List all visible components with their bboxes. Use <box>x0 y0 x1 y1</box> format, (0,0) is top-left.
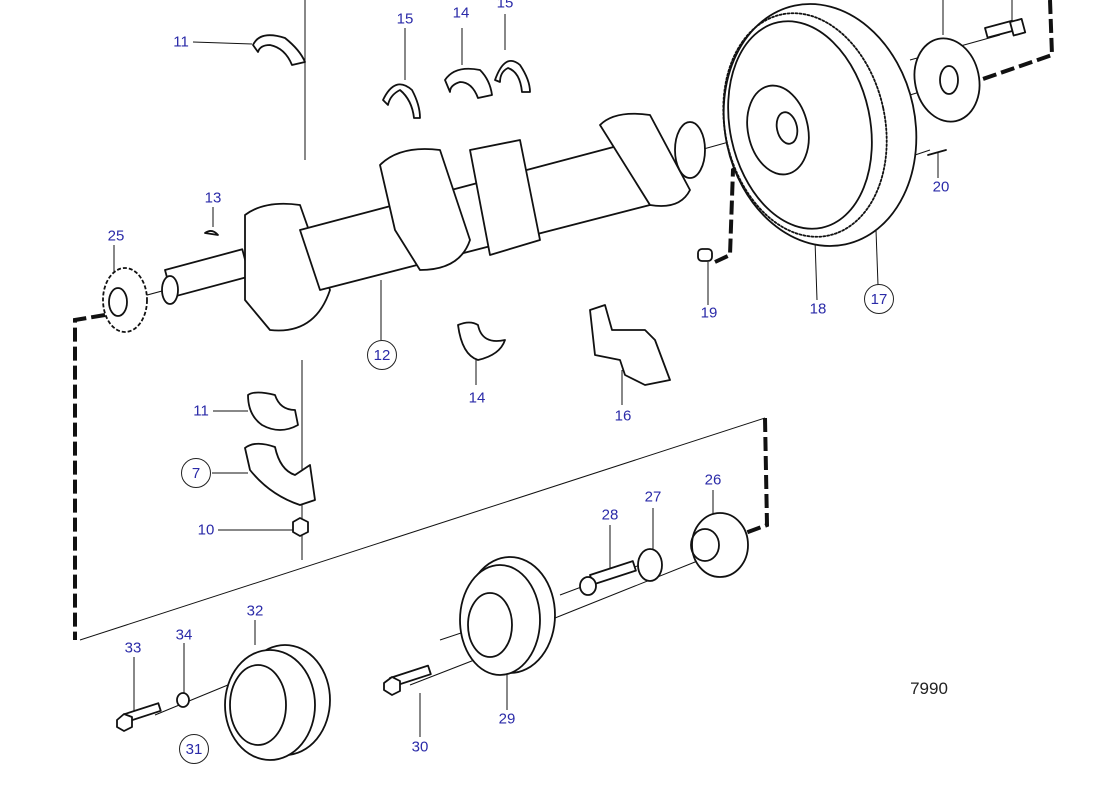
callout-14-lower[interactable]: 14 <box>468 389 486 407</box>
callout-27[interactable]: 27 <box>644 488 662 506</box>
callout-15-left[interactable]: 15 <box>396 10 414 28</box>
drawing-reference-number: 7990 <box>910 679 948 698</box>
callout-32[interactable]: 32 <box>246 602 264 620</box>
callout-14-upper[interactable]: 14 <box>452 4 470 22</box>
flange-plate-drawing <box>913 17 1027 156</box>
callout-10[interactable]: 10 <box>197 521 215 539</box>
callout-26[interactable]: 26 <box>704 471 722 489</box>
crankshaft-drawing <box>161 112 706 332</box>
callout-20[interactable]: 20 <box>932 178 950 196</box>
callout-30[interactable]: 30 <box>411 738 429 756</box>
lower-bearing-parts <box>244 248 713 537</box>
callout-29[interactable]: 29 <box>498 710 516 728</box>
callout-28[interactable]: 28 <box>601 506 619 524</box>
upper-bearing-shells <box>252 34 531 119</box>
callout-11-lower[interactable]: 11 <box>193 402 209 420</box>
callout-12-circled[interactable]: 12 <box>367 340 397 370</box>
callout-25[interactable]: 25 <box>107 227 125 245</box>
crankshaft-gear-drawing <box>102 267 148 333</box>
dashed-connectors <box>73 0 1055 640</box>
callout-13[interactable]: 13 <box>204 189 222 207</box>
callout-15-right[interactable]: 15 <box>496 0 514 12</box>
damper-parts <box>116 512 749 761</box>
callout-31-circled[interactable]: 31 <box>179 734 209 764</box>
callout-19[interactable]: 19 <box>700 304 718 322</box>
callout-33[interactable]: 33 <box>124 639 142 657</box>
callout-11-upper[interactable]: 11 <box>173 33 189 51</box>
callout-34[interactable]: 34 <box>175 626 193 644</box>
key-drawing <box>204 230 219 236</box>
callout-17-circled[interactable]: 17 <box>864 284 894 314</box>
callout-16[interactable]: 16 <box>614 407 632 425</box>
flywheel-drawing <box>722 3 918 247</box>
callout-7-circled[interactable]: 7 <box>181 458 211 488</box>
callout-18[interactable]: 18 <box>809 300 827 318</box>
